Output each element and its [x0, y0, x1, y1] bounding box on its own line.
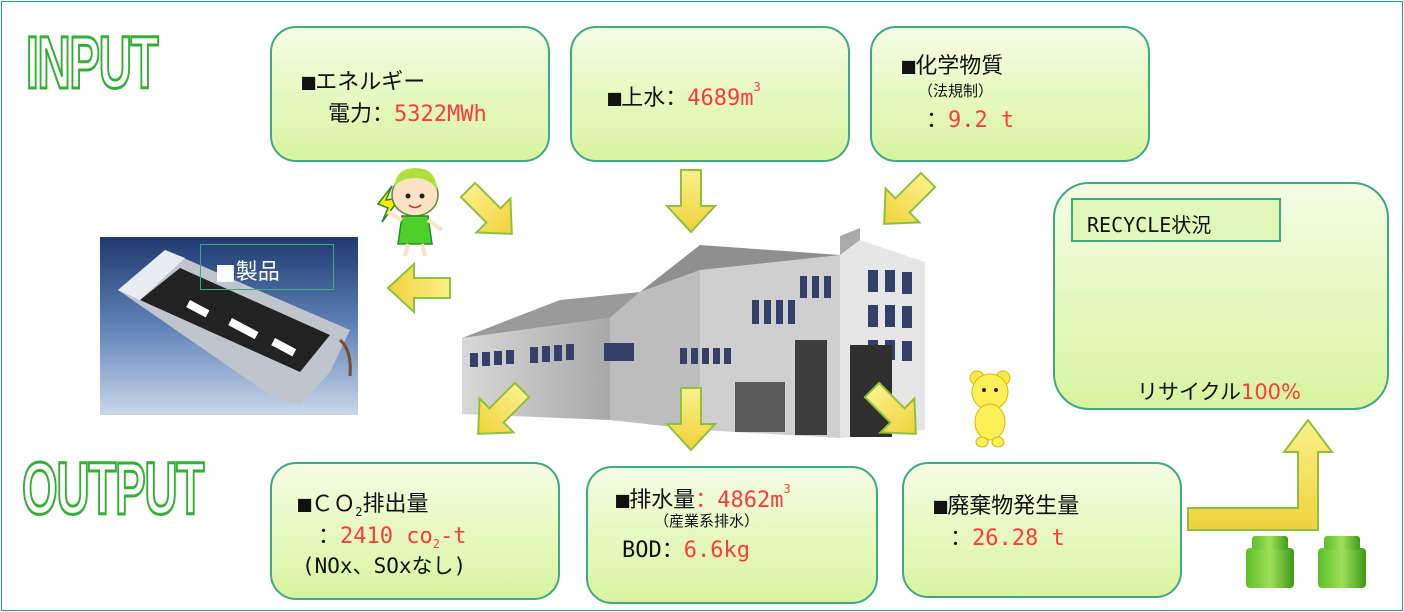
energy-value: 5322MWh	[394, 102, 487, 127]
co2-title-main: ■ＣＯ	[298, 492, 356, 517]
co2-title-rest: 排出量	[362, 492, 429, 517]
bear-character	[969, 370, 1011, 448]
chemical-title: ■化学物質	[902, 54, 1004, 79]
arrow-factory-to-product	[387, 263, 451, 313]
energy-box: ■エネルギー 電力：5322MWh	[270, 26, 550, 162]
co2-box: ■ＣＯ2排出量 ：2410 co2-t (NOx、SOxなし)	[270, 462, 560, 600]
water-label: ■上水：	[608, 86, 688, 111]
co2-value: 2410 co	[340, 524, 433, 549]
wastewater-value: 4862m	[717, 488, 784, 513]
output-heading: OUTPUT	[21, 447, 205, 530]
input-heading: INPUT	[25, 21, 160, 104]
wastewater-note: （産業系排水）	[654, 512, 760, 530]
chemical-value-prefix: ：	[926, 108, 949, 133]
recycle-label: リサイクル	[1137, 380, 1241, 404]
co2-value-prefix: ：	[318, 524, 341, 549]
wastewater-value-prefix: ：	[695, 488, 718, 513]
factory-illustration	[462, 228, 925, 438]
arrow-energy-to-factory	[450, 172, 530, 252]
arrow-chemical-to-factory	[866, 162, 946, 242]
bod-label: BOD：	[622, 538, 684, 563]
waste-value-prefix: ：	[950, 526, 973, 551]
recycle-title: RECYCLE状況	[1087, 213, 1212, 237]
recycle-box: RECYCLE状況 リサイクル100%	[1053, 182, 1389, 410]
product-label-box: ■製品	[200, 244, 334, 290]
water-value: 4689m	[687, 86, 754, 111]
chemical-value: 9.2 t	[948, 108, 1015, 133]
energy-title: ■エネルギー	[302, 70, 426, 95]
recycle-value: 100%	[1240, 380, 1301, 404]
co2-title-sub: 2	[355, 505, 363, 519]
water-box: ■上水：4689m3	[570, 26, 850, 162]
wastewater-box: ■排水量：4862m3 （産業系排水） BOD：6.6kg	[586, 466, 878, 604]
product-image	[100, 237, 358, 415]
energy-label: 電力：	[328, 102, 395, 127]
recycle-bins-icon	[1246, 536, 1366, 588]
waste-value: 26.28 t	[972, 526, 1065, 551]
waste-box: ■廃棄物発生量 ：26.28 t	[902, 462, 1182, 598]
product-label: ■製品	[215, 260, 280, 285]
co2-value-unit: -t	[439, 524, 467, 549]
water-unit-sup: 3	[753, 80, 761, 94]
co2-note: (NOx、SOxなし)	[302, 554, 467, 578]
wastewater-unit-sup: 3	[783, 482, 791, 496]
chemical-box: ■化学物質 （法規制） ：9.2 t	[870, 26, 1150, 162]
waste-title: ■廃棄物発生量	[934, 494, 1080, 519]
bod-value: 6.6kg	[683, 538, 750, 563]
arrow-water-to-factory	[666, 169, 716, 233]
wastewater-title: ■排水量	[616, 488, 696, 513]
arrow-waste-to-recycle	[1187, 418, 1334, 531]
flow-arrows	[387, 162, 1334, 531]
recycle-title-box: RECYCLE状況	[1071, 198, 1281, 242]
co2-value-sub: 2	[432, 537, 440, 551]
chemical-note: （法規制）	[918, 82, 994, 100]
boy-character	[376, 168, 444, 257]
